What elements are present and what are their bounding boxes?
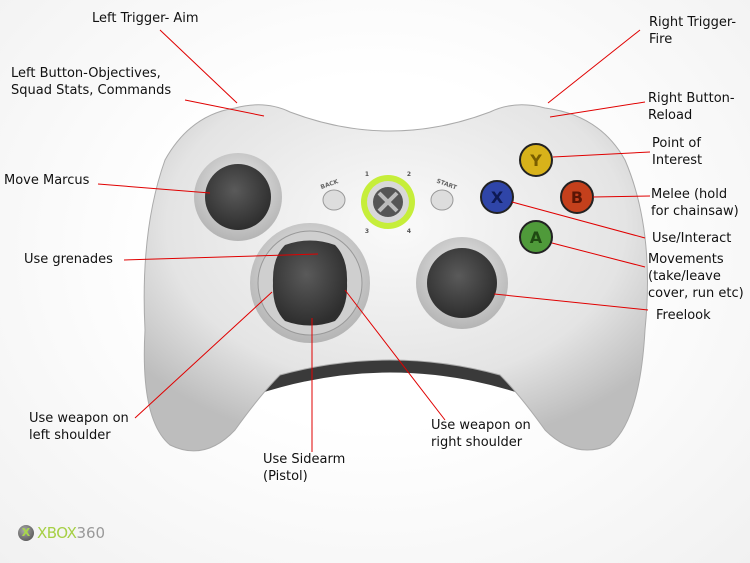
line-point-of-interest [552, 151, 651, 158]
right-stick [427, 248, 497, 318]
start-button [430, 189, 454, 211]
logo-brand: XBOX [37, 524, 77, 542]
label-left-shoulder: Use weapon on left shoulder [29, 411, 129, 443]
a-letter: A [530, 228, 543, 247]
line-movements [551, 242, 646, 268]
xbox360-logo: X XBOX 360 [18, 524, 105, 542]
line-grenades [123, 253, 319, 261]
back-button [322, 189, 346, 211]
left-stick [205, 164, 271, 230]
label-sidearm: Use Sidearm (Pistol) [263, 452, 346, 484]
line-use [511, 201, 646, 239]
line-right-button [549, 101, 646, 118]
label-point-of-interest: Point of Interest [652, 136, 703, 168]
line-melee [592, 195, 651, 198]
quadrant-3: 3 [365, 228, 369, 235]
line-freelook [493, 293, 649, 311]
line-left-trigger [159, 29, 238, 104]
leader-lines [97, 29, 651, 452]
line-left-button [184, 99, 265, 117]
label-move: Move Marcus [4, 173, 90, 188]
line-move [97, 183, 211, 194]
x-button [480, 180, 514, 214]
controller-body [143, 104, 648, 452]
label-left-button: Left Button-Objectives, Squad Stats, Com… [11, 66, 172, 98]
y-letter: Y [529, 151, 542, 170]
label-grenades: Use grenades [24, 252, 113, 267]
line-right-trigger [547, 29, 641, 104]
quadrant-2: 2 [407, 171, 411, 178]
label-melee: Melee (hold for chainsaw) [651, 187, 739, 219]
b-letter: B [571, 188, 583, 207]
x-letter: X [491, 188, 504, 207]
label-right-shoulder: Use weapon on right shoulder [431, 418, 531, 450]
label-left-trigger: Left Trigger- Aim [92, 11, 199, 26]
label-freelook: Freelook [656, 308, 711, 323]
label-movements: Movements (take/leave cover, run etc) [648, 252, 744, 301]
xbox-logo-icon [377, 191, 399, 213]
a-button [519, 220, 553, 254]
label-right-button: Right Button- Reload [648, 91, 735, 123]
label-right-trigger: Right Trigger- Fire [649, 15, 737, 47]
y-button [519, 143, 553, 177]
label-use-interact: Use/Interact [652, 231, 732, 246]
xbox-orb-icon: X [18, 525, 34, 541]
line-right-shoulder [344, 289, 446, 421]
d-pad [272, 240, 348, 326]
line-left-shoulder [134, 291, 273, 419]
quadrant-1: 1 [365, 171, 369, 178]
quadrant-4: 4 [407, 228, 411, 235]
logo-number: 360 [76, 524, 106, 542]
